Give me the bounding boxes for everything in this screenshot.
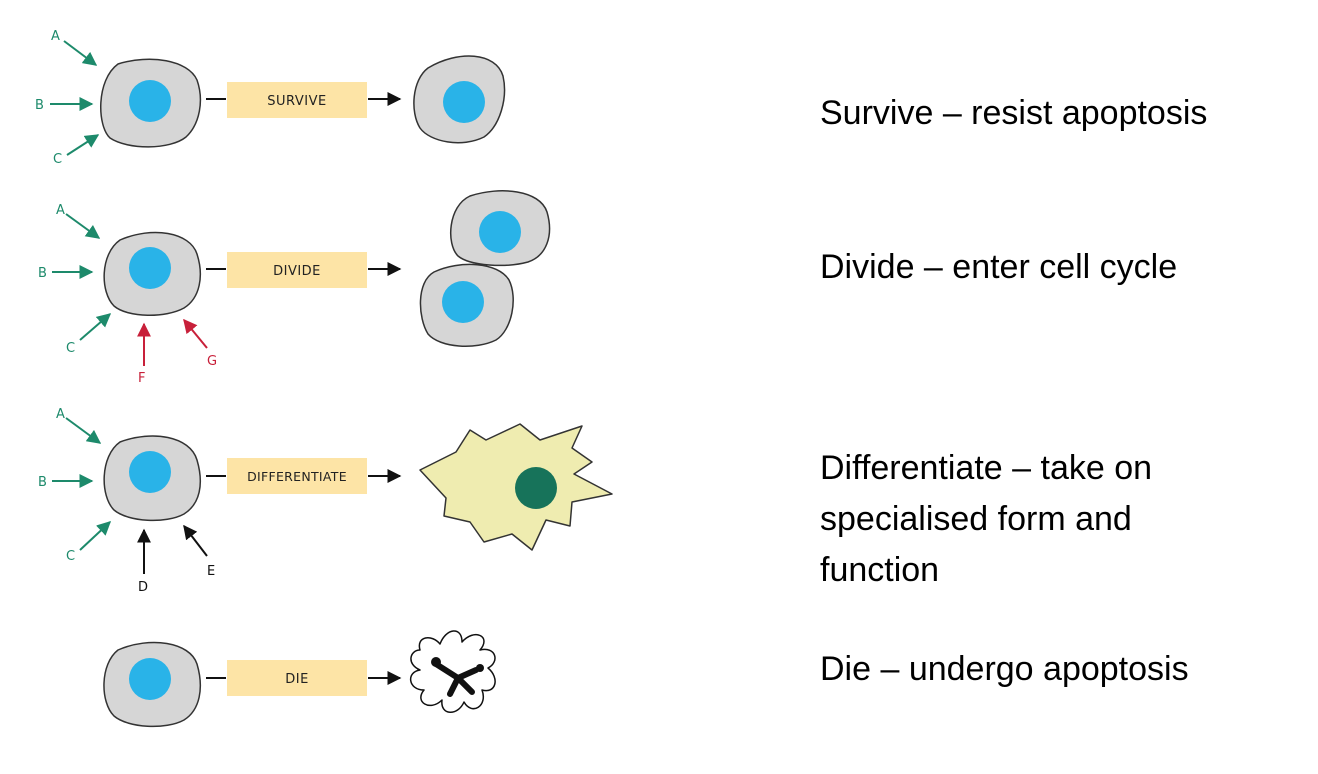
signal-arrow-a [65,213,101,239]
label-box-die [227,660,367,696]
signal-arrow-g [183,318,208,349]
nucleus [129,247,171,289]
nucleus [479,211,521,253]
label-box-text: DIVIDE [273,264,321,279]
description-die: Die – undergo apoptosis [820,650,1189,688]
signal-label-e: E [207,564,215,579]
row-differentiate: A B C D E DIFFERENTIATE [38,407,613,595]
signal-label-a: A [56,203,65,218]
nucleus [129,451,171,493]
signal-arrow-c [79,521,112,551]
signal-arrows-divide: A B C F G [38,203,217,386]
fragmented-nucleus [431,657,484,697]
label-box-text: DIE [285,672,309,687]
description-differentiate: Differentiate – take on specialised form… [820,449,1153,589]
signal-label-c: C [66,549,75,564]
description-divide: Divide – enter cell cycle [820,248,1178,286]
row-die: DIE [103,630,496,728]
nucleus [442,281,484,323]
signal-label-b: B [38,266,47,281]
signal-label-c: C [66,341,75,356]
signal-label-b: B [35,98,44,113]
signal-arrow-c [79,313,112,341]
signal-label-g: G [207,354,217,369]
signal-label-d: D [138,580,148,595]
signal-arrow-c [66,134,100,156]
signal-label-a: A [51,29,60,44]
row-survive: A B C SURVIVE [35,29,506,167]
label-box-text: DIFFERENTIATE [247,469,347,484]
cell-fate-diagram: A B C SURVIVE A B C F G [35,29,613,728]
signal-arrow-a [65,417,102,444]
signal-label-b: B [38,475,47,490]
label-box-text: SURVIVE [267,94,326,109]
nucleus [129,80,171,122]
differentiated-nucleus [515,467,557,509]
label-box-survive [227,82,367,118]
signal-arrow-e [183,524,208,557]
signal-arrows-survive: A B C [35,29,100,167]
label-box-divide [227,252,367,288]
signal-label-f: F [138,371,145,386]
label-box-differentiate [227,458,367,494]
row-divide: A B C F G DIVIDE [38,190,551,386]
nucleus [129,658,171,700]
signal-arrows-differentiate: A B C D E [38,407,215,595]
nucleus [443,81,485,123]
description-survive: Survive – resist apoptosis [820,94,1208,132]
signal-label-a: A [56,407,65,422]
signal-arrow-a [63,40,98,66]
signal-label-c: C [53,152,62,167]
